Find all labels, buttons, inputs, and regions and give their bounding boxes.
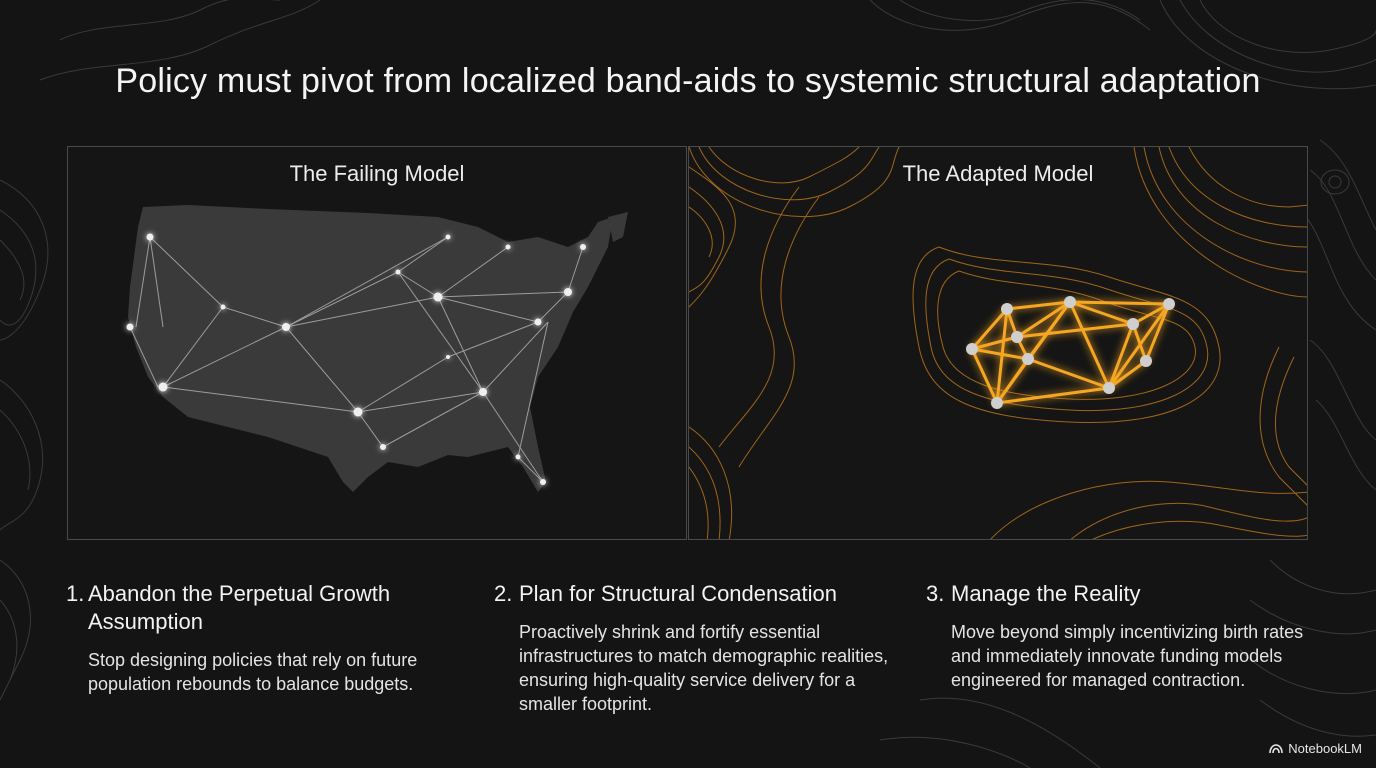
- step-1: 1. Abandon the Perpetual Growth Assumpti…: [66, 580, 446, 696]
- network-links-faded: [129, 236, 584, 483]
- step-3-body: Move beyond simply incentivizing birth r…: [951, 622, 1304, 690]
- step-2: 2. Plan for Structural Condensation Proa…: [494, 580, 894, 716]
- city-nodes-faded: [126, 233, 586, 485]
- step-1-body: Stop designing policies that rely on fut…: [88, 650, 418, 694]
- step-3-heading: Manage the Reality: [951, 581, 1141, 606]
- step-3-number: 3.: [926, 581, 945, 606]
- us-map-shape: [128, 205, 613, 492]
- adapted-model-title: The Adapted Model: [902, 161, 1094, 186]
- city-nodes-accent: [966, 296, 1175, 409]
- step-1-heading: Abandon the Perpetual Growth Assumption: [88, 581, 391, 634]
- step-1-number: 1.: [66, 581, 85, 606]
- page-title: Policy must pivot from localized band-ai…: [115, 62, 1261, 100]
- notebooklm-brand: NotebookLM: [1269, 741, 1362, 756]
- step-2-heading: Plan for Structural Condensation: [519, 581, 837, 606]
- notebooklm-logo-icon: [1269, 743, 1284, 753]
- orange-contour-lines: [689, 147, 1307, 539]
- step-2-number: 2.: [494, 581, 513, 606]
- network-links-accent: [970, 300, 1171, 405]
- us-network-map: [126, 205, 628, 492]
- step-3: 3. Manage the Reality Move beyond simply…: [926, 580, 1326, 692]
- condensed-network-map: [689, 147, 1307, 539]
- step-2-body: Proactively shrink and fortify essential…: [519, 622, 889, 714]
- brand-name: NotebookLM: [1288, 741, 1362, 756]
- failing-model-panel: The Failing Model: [67, 146, 687, 540]
- failing-model-title: The Failing Model: [289, 161, 465, 186]
- adapted-model-panel: The Adapted Model: [688, 146, 1308, 540]
